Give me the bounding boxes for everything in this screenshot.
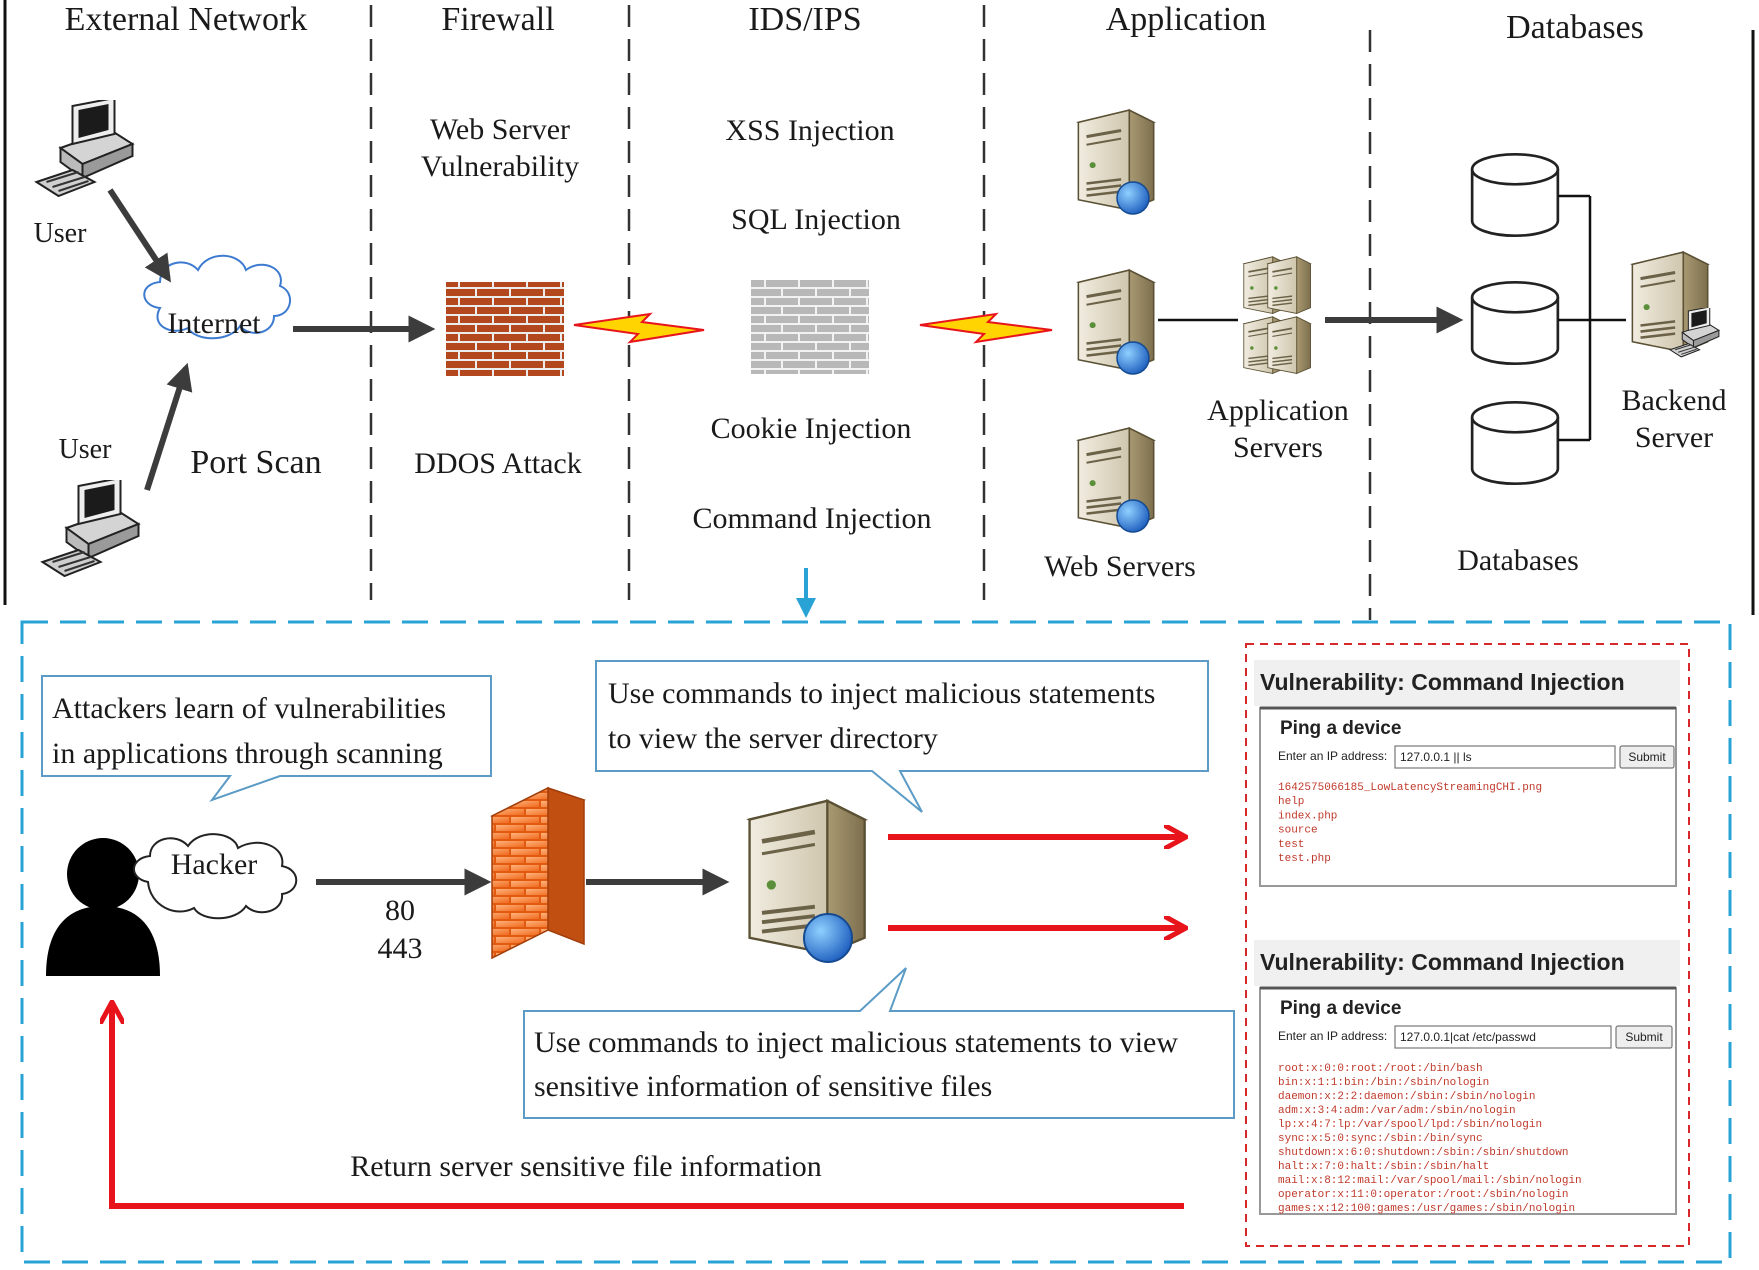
internet-label: Internet	[167, 307, 261, 340]
backend-server-label-1: Backend	[1622, 384, 1727, 417]
panel2-output-line: lp:x:4:7:lp:/var/spool/lpd:/sbin/nologin	[1278, 1119, 1542, 1131]
web-servers-label: Web Servers	[1044, 550, 1196, 583]
callout-scanning-line2: in applications through scanning	[52, 737, 443, 770]
panel1-output-line: source	[1278, 825, 1318, 837]
hacker-icon	[46, 838, 160, 976]
panel2-output-line: bin:x:1:1:bin:/bin:/sbin/nologin	[1278, 1077, 1489, 1089]
lightning-icon-1	[573, 312, 705, 344]
user-to-internet-arrow-2	[144, 362, 193, 491]
command-injection-label: Command Injection	[692, 502, 931, 535]
zone-title-external-network: External Network	[65, 1, 308, 38]
panel2-output: root:x:0:0:root:/root:/bin/bash bin:x:1:1…	[1278, 1063, 1582, 1215]
callout-directory-line2: to view the server directory	[608, 722, 938, 755]
panel2-output-line: games:x:12:100:games:/usr/games:/sbin/no…	[1278, 1203, 1575, 1215]
firewall-icon-3d	[490, 786, 586, 960]
panel2-output-line: sync:x:5:0:sync:/sbin:/bin/sync	[1278, 1133, 1483, 1145]
panel1-title: Vulnerability: Command Injection	[1260, 669, 1625, 695]
panel2-output-line: adm:x:3:4:adm:/var/adm:/sbin/nologin	[1278, 1105, 1516, 1117]
ddos-attack-label: DDOS Attack	[414, 447, 582, 480]
panel1-output-line: test	[1278, 839, 1304, 851]
panel2-output-line: daemon:x:2:2:daemon:/sbin:/sbin/nologin	[1278, 1091, 1535, 1103]
panel1-ip-label: Enter an IP address:	[1278, 749, 1387, 763]
panel1-output-line: 1642575066185_LowLatencyStreamingCHI.png	[1278, 782, 1542, 794]
panel1-ip-value: 127.0.0.1 || ls	[1400, 750, 1472, 764]
web-server-vuln-label-2: Vulnerability	[421, 150, 579, 183]
user-top-label: User	[34, 218, 88, 249]
user-to-internet-arrow	[107, 188, 171, 283]
database-icon-3	[1470, 400, 1560, 486]
return-info-label: Return server sensitive file information	[350, 1150, 822, 1183]
panel2-output-line: shutdown:x:6:0:shutdown:/sbin:/sbin/shut…	[1278, 1147, 1568, 1159]
database-icon-1	[1470, 152, 1560, 238]
zone-separators	[3, 0, 1755, 620]
panel2-ip-label: Enter an IP address:	[1278, 1029, 1387, 1043]
brick-firewall-icon	[446, 282, 564, 376]
panel1-submit-button[interactable]	[1619, 745, 1675, 769]
port-443-label: 443	[378, 932, 423, 965]
web-server-vuln-label-1: Web Server	[430, 113, 570, 146]
port-80-label: 80	[385, 894, 415, 927]
panel2-submit-label: Submit	[1625, 1030, 1663, 1044]
lightning-icon-2	[919, 312, 1053, 344]
zone-title-ids-ips: IDS/IPS	[748, 1, 861, 38]
panel2-title: Vulnerability: Command Injection	[1260, 949, 1625, 975]
panel2-output-line: operator:x:11:0:operator:/root:/sbin/nol…	[1278, 1189, 1568, 1201]
panel1-output-line: help	[1278, 796, 1304, 808]
callout-scanning-line1: Attackers learn of vulnerabilities	[52, 692, 446, 725]
db-links	[1558, 194, 1626, 442]
panel1-subtitle: Ping a device	[1280, 718, 1401, 739]
zone-title-databases: Databases	[1506, 9, 1644, 46]
panel1-ip-input[interactable]	[1394, 745, 1616, 769]
app-servers-label-1: Application	[1207, 394, 1349, 427]
databases-label: Databases	[1457, 544, 1579, 577]
xss-injection-label: XSS Injection	[725, 114, 894, 147]
zone-title-firewall: Firewall	[441, 1, 554, 38]
return-arrow	[112, 1004, 1184, 1209]
detail-frame	[20, 620, 1732, 1264]
panel2-output-line: root:x:0:0:root:/root:/bin/bash	[1278, 1063, 1483, 1075]
panel2-ip-input[interactable]	[1394, 1025, 1612, 1049]
callout-directory	[595, 660, 1209, 813]
computer-icon-bottom	[41, 480, 140, 578]
computer-icon-top	[35, 100, 134, 198]
zone-title-application: Application	[1106, 1, 1267, 38]
sql-injection-label: SQL Injection	[731, 203, 901, 236]
callout-files	[523, 967, 1235, 1119]
panel2-output-line: mail:x:8:12:mail:/var/spool/mail:/sbin/n…	[1278, 1175, 1582, 1187]
database-icon-2	[1470, 280, 1560, 366]
callout-files-line2: sensitive information of sensitive files	[534, 1070, 992, 1103]
panel2-output-line: halt:x:7:0:halt:/sbin:/sbin/halt	[1278, 1161, 1489, 1173]
hacker-label: Hacker	[171, 848, 258, 881]
brick-ids-icon	[751, 280, 869, 374]
backend-server-label-2: Server	[1635, 421, 1713, 454]
callout-directory-line1: Use commands to inject malicious stateme…	[608, 677, 1155, 710]
panel1-output-line: index.php	[1278, 810, 1337, 822]
panel2-submit-button[interactable]	[1615, 1025, 1673, 1049]
app-servers-label-2: Servers	[1233, 431, 1323, 464]
globe-icons	[1116, 181, 1150, 533]
callout-scanning	[41, 675, 492, 803]
panel2-subtitle: Ping a device	[1280, 998, 1401, 1019]
cookie-injection-label: Cookie Injection	[711, 412, 912, 445]
cloud-icon-hacker	[133, 833, 298, 920]
port-scan-label: Port Scan	[190, 444, 321, 481]
screenshots-frame	[1245, 643, 1690, 1247]
command-injection-panel-1: Vulnerability: Command Injection Ping a …	[1254, 660, 1680, 887]
user-bottom-label: User	[59, 434, 113, 465]
panel1-output-line: test.php	[1278, 853, 1331, 865]
command-injection-panel-2: Vulnerability: Command Injection Ping a …	[1254, 940, 1680, 1215]
globe-icon-target	[803, 913, 853, 963]
panel1-output: 1642575066185_LowLatencyStreamingCHI.png…	[1278, 782, 1542, 865]
panel2-ip-value: 127.0.0.1|cat /etc/passwd	[1400, 1030, 1536, 1044]
server-icon-app-cluster	[1242, 255, 1312, 375]
callout-files-line1: Use commands to inject malicious stateme…	[534, 1026, 1178, 1059]
panel1-submit-label: Submit	[1628, 750, 1666, 764]
